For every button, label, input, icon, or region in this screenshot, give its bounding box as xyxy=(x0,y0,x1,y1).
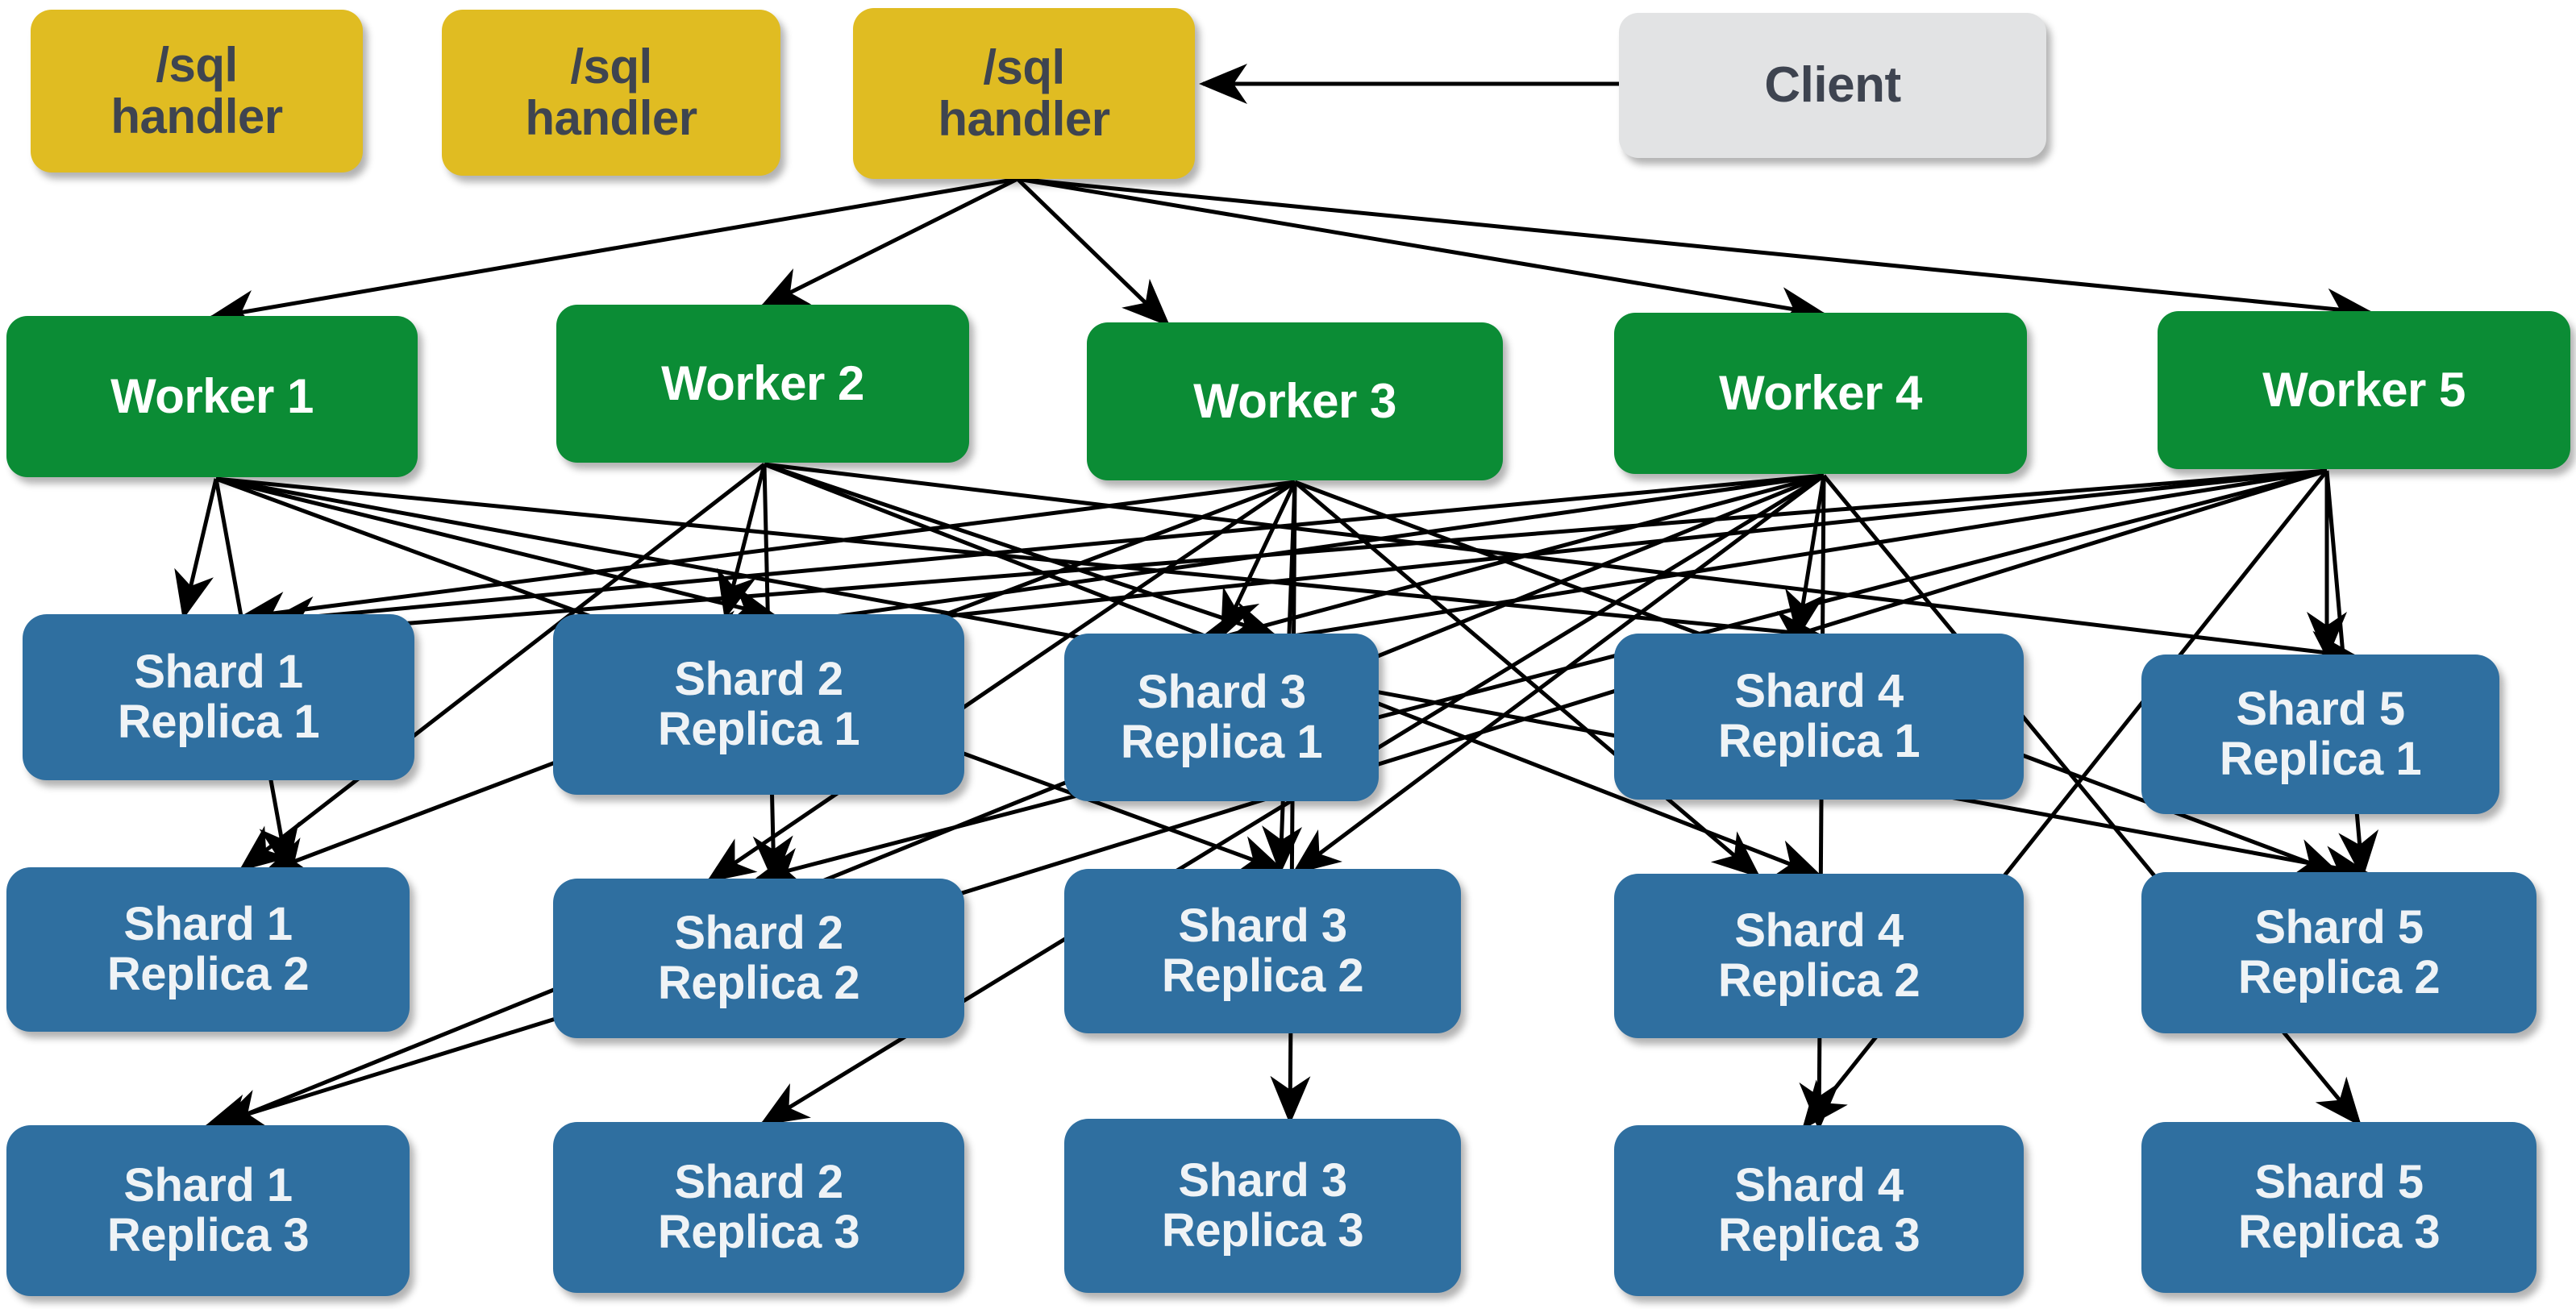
shard-node-shard-4-replica-2: Shard 4 Replica 2 xyxy=(1614,874,2024,1038)
worker-node-1: Worker 1 xyxy=(6,316,418,477)
sql-handler-node-1: /sql handler xyxy=(31,10,363,172)
edge-worker2-to-s3r1 xyxy=(764,462,1278,641)
shard-node-shard-1-replica-1: Shard 1 Replica 1 xyxy=(23,614,414,780)
edge-handler3-to-worker3 xyxy=(1016,177,1171,327)
shard-node-shard-5-replica-1: Shard 5 Replica 1 xyxy=(2141,654,2499,814)
shard-node-shard-4-replica-1: Shard 4 Replica 1 xyxy=(1614,634,2024,800)
shard-node-shard-3-replica-1: Shard 3 Replica 1 xyxy=(1064,634,1379,801)
edge-cross-to-s2r2-extra xyxy=(754,468,2328,887)
edge-worker2-to-s2r1 xyxy=(717,463,767,620)
edge-worker1-to-s4r1 xyxy=(215,476,1823,651)
shard-node-shard-2-replica-3: Shard 2 Replica 3 xyxy=(553,1122,964,1293)
edge-worker1-to-s2r1 xyxy=(215,476,778,625)
edge-handler3-to-worker4 xyxy=(1017,177,1828,327)
edge-handler3-to-worker2 xyxy=(759,177,1019,309)
edge-worker3-to-s3r1 xyxy=(1220,480,1297,639)
edge-worker2-to-s5r1 xyxy=(764,462,2358,671)
shard-node-shard-2-replica-1: Shard 2 Replica 1 xyxy=(553,614,964,795)
edge-worker3-to-s1r1 xyxy=(238,480,1296,632)
sql-handler-node-3: /sql handler xyxy=(853,8,1195,179)
edge-worker4-to-s4r1 xyxy=(1785,475,1826,639)
edge-handler3-to-worker5 xyxy=(1017,177,2374,329)
worker-node-3: Worker 3 xyxy=(1087,322,1503,480)
shard-node-shard-5-replica-2: Shard 5 Replica 2 xyxy=(2141,872,2536,1033)
edge-handler3-to-worker1 xyxy=(207,177,1018,330)
shard-node-shard-5-replica-3: Shard 5 Replica 3 xyxy=(2141,1122,2536,1293)
edge-worker4-to-s2r1 xyxy=(689,473,1825,650)
edge-worker1-to-s1r1 xyxy=(174,478,218,620)
shard-node-shard-1-replica-3: Shard 1 Replica 3 xyxy=(6,1125,410,1296)
shard-node-shard-3-replica-2: Shard 3 Replica 2 xyxy=(1064,869,1461,1033)
edge-worker4-to-s1r1 xyxy=(267,473,1825,637)
worker-node-4: Worker 4 xyxy=(1614,313,2027,474)
edge-worker5-to-s1r1 xyxy=(235,468,2328,654)
shard-node-shard-3-replica-3: Shard 3 Replica 3 xyxy=(1064,1119,1461,1293)
edge-worker4-to-s1r3 xyxy=(215,473,1825,1128)
shard-node-shard-4-replica-3: Shard 4 Replica 3 xyxy=(1614,1125,2024,1296)
client-node: Client xyxy=(1619,13,2046,158)
shard-node-shard-2-replica-2: Shard 2 Replica 2 xyxy=(553,879,964,1038)
shard-node-shard-1-replica-2: Shard 1 Replica 2 xyxy=(6,867,410,1032)
worker-node-2: Worker 2 xyxy=(556,305,969,463)
sql-handler-node-2: /sql handler xyxy=(442,10,780,176)
worker-node-5: Worker 5 xyxy=(2158,311,2570,469)
edge-worker4-to-s3r1 xyxy=(1189,473,1825,653)
edge-worker5-to-s3r1 xyxy=(1173,468,2328,668)
